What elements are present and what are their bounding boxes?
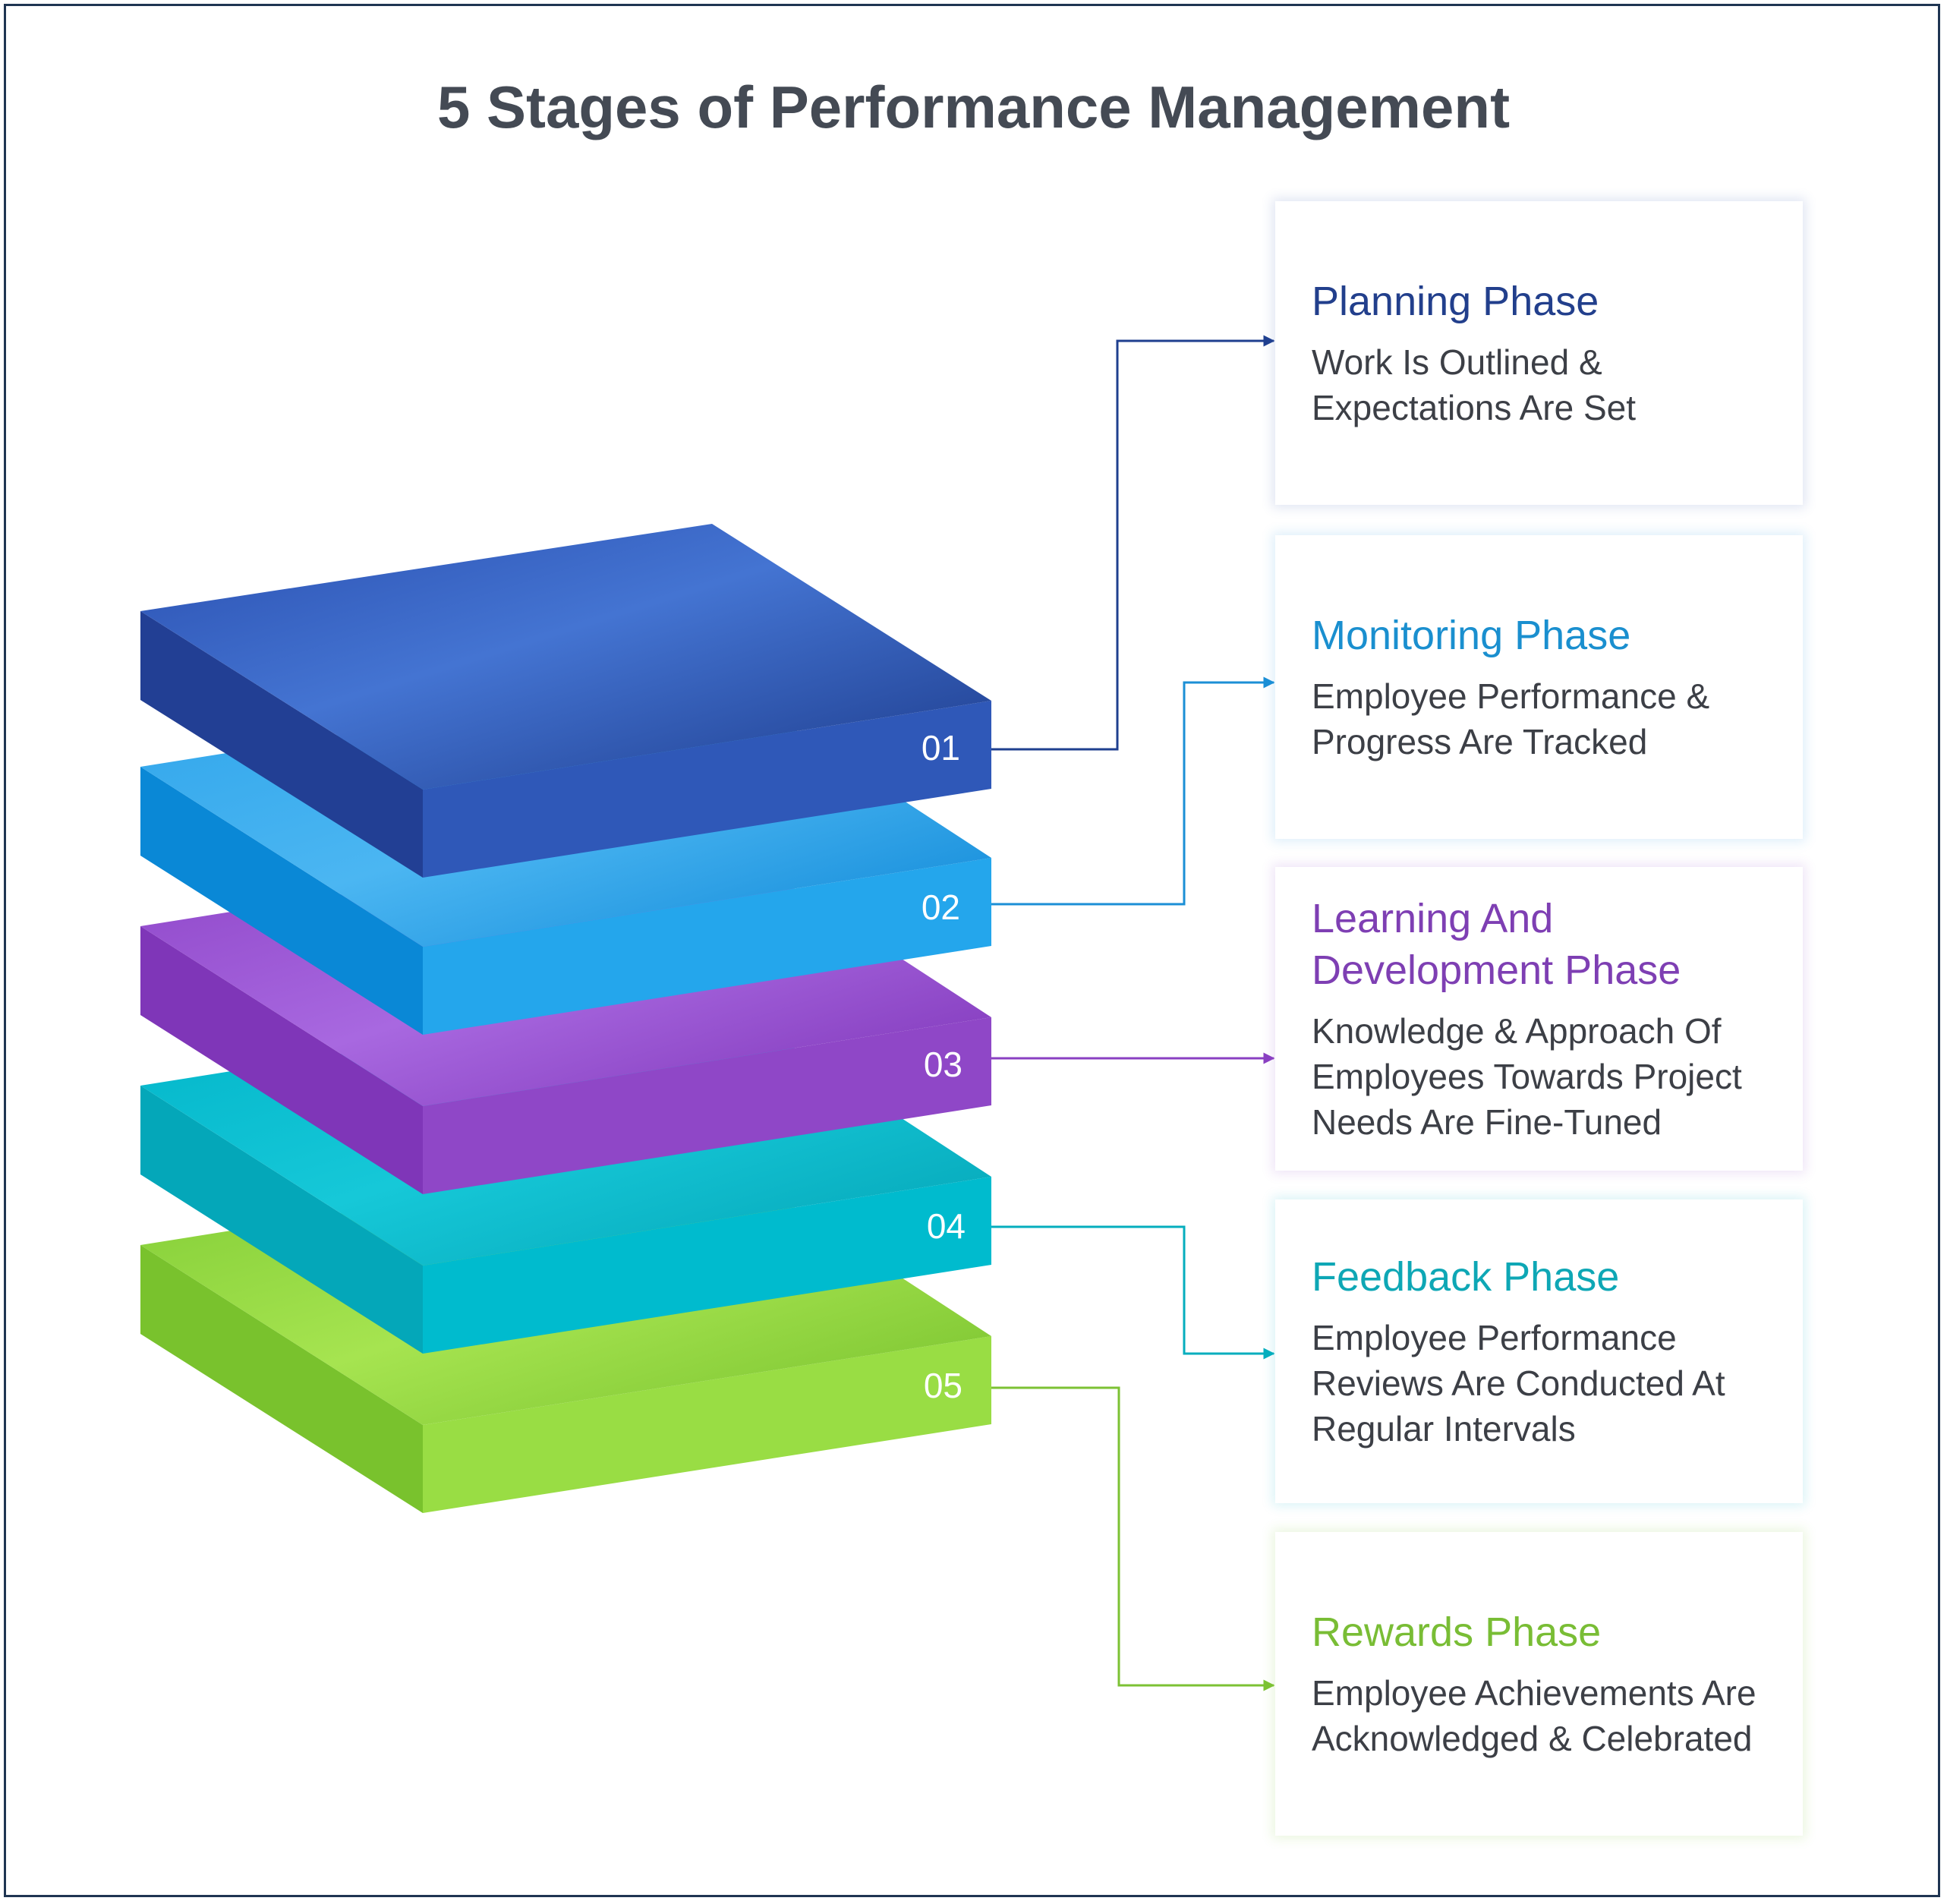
stage-number-01: 01: [922, 728, 960, 768]
stage-title: Planning Phase: [1312, 279, 1599, 324]
stage-description: Employee Performance & Progress Are Trac…: [1312, 676, 1710, 761]
connector-05: [991, 1386, 1275, 1691]
stage-number-03: 03: [924, 1045, 962, 1084]
stage-card-feedback: Feedback Phase Employee Performance Revi…: [1275, 1199, 1803, 1503]
stage-title: Rewards Phase: [1312, 1609, 1602, 1655]
stage-number-05: 05: [924, 1366, 962, 1405]
stage-number-04: 04: [927, 1206, 966, 1246]
stage-card-learning: Learning And Development Phase Knowledge…: [1275, 867, 1803, 1171]
stage-description: Employee Performance Reviews Are Conduct…: [1312, 1318, 1725, 1448]
stage-title: Feedback Phase: [1312, 1254, 1620, 1300]
stage-title: Monitoring Phase: [1312, 613, 1631, 658]
stage-description: Knowledge & Approach Of Employees Toward…: [1312, 1011, 1742, 1142]
stage-card-rewards: Rewards Phase Employee Achievements Are …: [1275, 1532, 1803, 1836]
connector-04: [991, 1225, 1275, 1360]
connector-02: [991, 676, 1275, 906]
connector-01: [991, 335, 1275, 751]
layer-01: [140, 524, 991, 878]
stage-description: Employee Achievements Are Acknowledged &…: [1312, 1673, 1756, 1758]
page-title: 5 Stages of Performance Management: [436, 74, 1511, 140]
frame-border: [4, 4, 1940, 1897]
stage-number-02: 02: [922, 887, 960, 927]
stage-title: Learning And Development Phase: [1312, 896, 1681, 993]
stage-card-planning: Planning Phase Work Is Outlined & Expect…: [1275, 201, 1803, 505]
stage-description: Work Is Outlined & Expectations Are Set: [1312, 342, 1637, 427]
stage-card-monitoring: Monitoring Phase Employee Performance & …: [1275, 535, 1803, 839]
